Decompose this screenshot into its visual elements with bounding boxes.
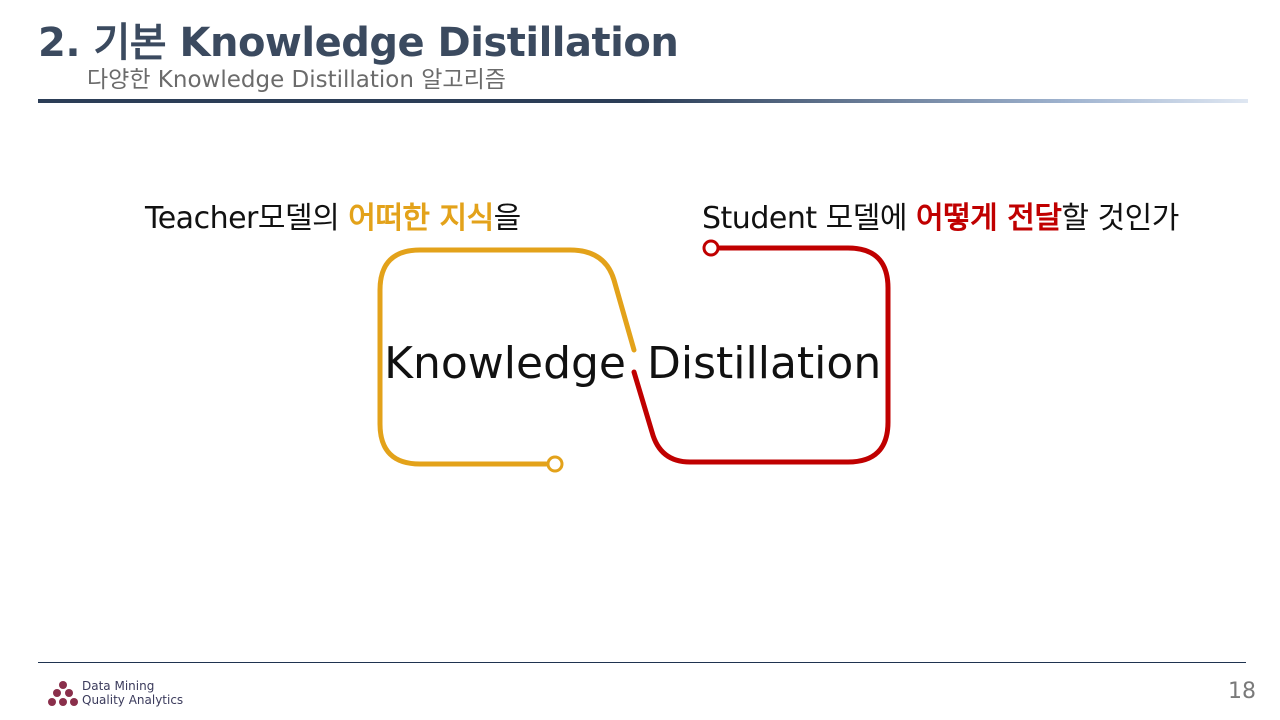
student-loop-path — [631, 245, 891, 465]
student-loop-start-circle — [702, 239, 720, 257]
diagram-word-distillation: Distillation — [647, 338, 881, 389]
dmqa-logo-icon — [48, 681, 78, 706]
teacher-caption: Teacher모델의 어떠한 지식을 — [145, 193, 521, 237]
page-subtitle: 다양한 Knowledge Distillation 알고리즘 — [87, 67, 506, 93]
diagram-word-knowledge: Knowledge — [384, 338, 626, 389]
teacher-caption-prefix: Teacher모델의 — [145, 201, 349, 236]
teacher-caption-highlight: 어떠한 지식 — [348, 201, 494, 236]
teacher-loop-path — [377, 247, 637, 467]
header-divider — [38, 99, 1248, 103]
page-number: 18 — [1228, 679, 1256, 704]
student-caption-prefix: Student 모델에 — [702, 201, 916, 236]
teacher-loop-end-circle — [546, 455, 564, 473]
teacher-caption-suffix: 을 — [493, 201, 522, 236]
page-title: 2. 기본 Knowledge Distillation — [38, 20, 679, 66]
student-caption: Student 모델에 어떻게 전달할 것인가 — [702, 193, 1179, 237]
footer-divider — [38, 662, 1246, 663]
dmqa-logo-text: Data Mining Quality Analytics — [82, 679, 183, 707]
logo-line-2: Quality Analytics — [82, 693, 184, 707]
logo-line-1: Data Mining — [82, 679, 155, 693]
student-caption-highlight: 어떻게 전달 — [915, 201, 1062, 236]
student-caption-suffix: 할 것인가 — [1061, 201, 1179, 236]
